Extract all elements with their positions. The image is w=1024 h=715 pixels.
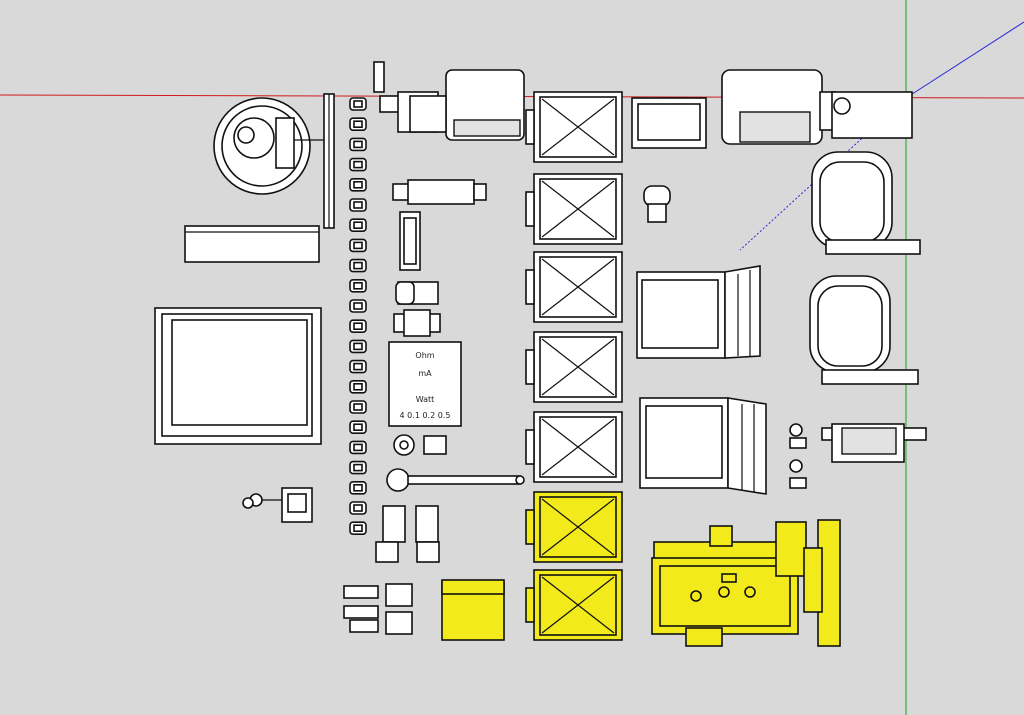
connector-b-component[interactable] bbox=[393, 309, 441, 337]
small-knob-component[interactable] bbox=[643, 185, 671, 223]
connector-a-component[interactable] bbox=[395, 281, 439, 305]
yellow-machine-component[interactable] bbox=[651, 519, 841, 647]
clip-item[interactable] bbox=[349, 258, 367, 273]
top-enclosure-component[interactable] bbox=[409, 69, 525, 141]
clip-item[interactable] bbox=[349, 198, 367, 212]
long-box-component[interactable] bbox=[184, 225, 320, 263]
seat-component-2[interactable] bbox=[809, 275, 919, 385]
clip-item[interactable] bbox=[349, 359, 367, 374]
lever-rod-component[interactable] bbox=[386, 468, 525, 492]
clip-item[interactable] bbox=[349, 157, 367, 172]
panel-text-2: mA bbox=[418, 369, 432, 378]
round-dish-component[interactable] bbox=[213, 97, 326, 195]
clip-item[interactable] bbox=[349, 218, 367, 232]
yellow-block-component[interactable] bbox=[441, 579, 505, 641]
fuse-holder-component[interactable] bbox=[392, 179, 487, 205]
clip-item[interactable] bbox=[349, 521, 367, 536]
large-enclosure-component[interactable] bbox=[721, 69, 913, 145]
clip-item[interactable] bbox=[349, 117, 367, 131]
clip-item[interactable] bbox=[349, 339, 367, 354]
panel-text-3: Watt bbox=[416, 395, 435, 404]
clip-item[interactable] bbox=[349, 178, 367, 192]
crate-stack[interactable] bbox=[525, 91, 623, 641]
clip-item[interactable] bbox=[349, 97, 367, 111]
crate-item[interactable] bbox=[525, 491, 623, 563]
clip-item[interactable] bbox=[349, 278, 367, 293]
twin-knobs-component[interactable] bbox=[789, 423, 807, 489]
knob-bracket-component[interactable] bbox=[393, 434, 447, 456]
crate-item[interactable] bbox=[525, 91, 623, 163]
vertical-rod-component[interactable] bbox=[323, 93, 335, 229]
small-meter-component[interactable] bbox=[242, 487, 313, 523]
frame-chair-1[interactable] bbox=[636, 265, 761, 359]
clip-column[interactable] bbox=[349, 97, 367, 536]
clip-item[interactable] bbox=[349, 440, 367, 455]
clip-item[interactable] bbox=[349, 238, 367, 253]
panel-text-1: Ohm bbox=[415, 351, 434, 360]
crate-item[interactable] bbox=[525, 411, 623, 483]
display-frame-component[interactable] bbox=[154, 307, 322, 445]
terminal-block-component[interactable] bbox=[399, 211, 421, 271]
clip-item[interactable] bbox=[349, 379, 367, 394]
label-panel-component[interactable]: Ohm mA Watt 4 0.1 0.2 0.5 bbox=[388, 341, 462, 427]
clip-item[interactable] bbox=[349, 137, 367, 152]
crate-item[interactable] bbox=[525, 569, 623, 641]
blue-axis bbox=[905, 21, 1024, 99]
panel-text-4: 4 0.1 0.2 0.5 bbox=[400, 411, 451, 420]
clip-item[interactable] bbox=[349, 420, 367, 435]
clip-item[interactable] bbox=[349, 400, 367, 414]
handheld-meter-component[interactable] bbox=[821, 423, 927, 463]
clip-item[interactable] bbox=[349, 319, 367, 334]
bottom-clips-component[interactable] bbox=[343, 583, 413, 635]
seat-component-1[interactable] bbox=[811, 151, 921, 255]
small-monitor-component[interactable] bbox=[631, 97, 707, 149]
bracket-pair-component[interactable] bbox=[375, 505, 440, 563]
clip-item[interactable] bbox=[349, 460, 367, 475]
crate-item[interactable] bbox=[525, 173, 623, 245]
crate-item[interactable] bbox=[525, 331, 623, 403]
crate-item[interactable] bbox=[525, 251, 623, 323]
clip-item[interactable] bbox=[349, 480, 367, 495]
frame-chair-2[interactable] bbox=[639, 397, 767, 495]
clip-item[interactable] bbox=[349, 501, 367, 515]
clip-item[interactable] bbox=[349, 299, 367, 313]
